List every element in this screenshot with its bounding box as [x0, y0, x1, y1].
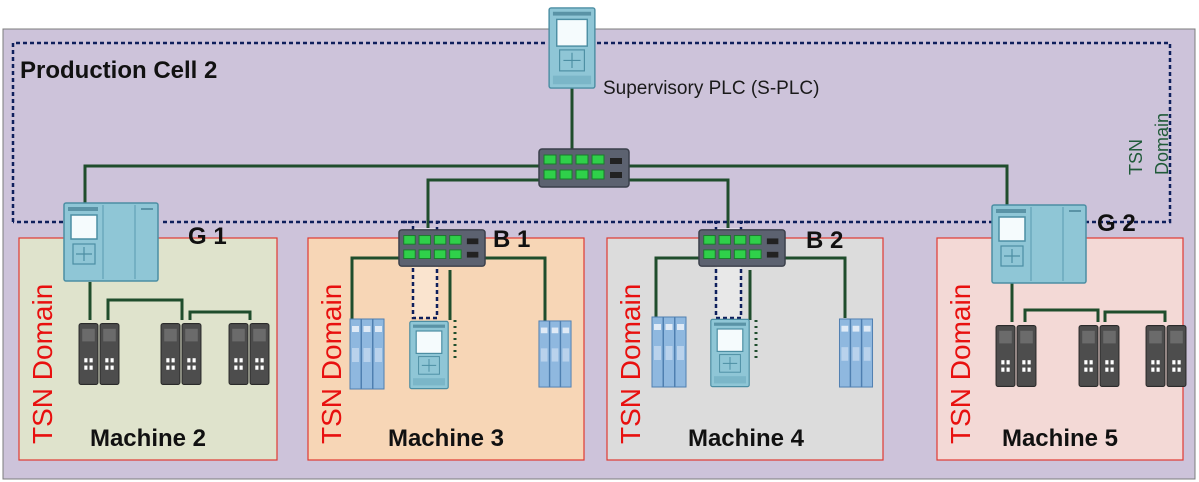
- supervisory-plc-icon: [548, 7, 596, 89]
- machine-4-controller-icon: [710, 318, 750, 388]
- machine-3-tsn-label: TSN Domain: [316, 284, 347, 444]
- gateway-2-icon: [991, 204, 1087, 284]
- tsn-domain-top-label: TSN Domain: [1126, 113, 1172, 175]
- machine-5-title: Machine 5: [1002, 425, 1118, 452]
- bridge-1-label: B 1: [493, 226, 530, 253]
- core-switch-icon: [538, 148, 630, 188]
- machine-4-title: Machine 4: [688, 425, 805, 452]
- supervisory-plc-label: Supervisory PLC (S-PLC): [603, 78, 819, 99]
- production-cell-title: Production Cell 2: [20, 57, 217, 84]
- gateway-2-label: G 2: [1097, 210, 1136, 237]
- machine-4-tsn-label: TSN Domain: [615, 284, 646, 444]
- bridge-1-switch-icon: [398, 229, 486, 267]
- machine-3-drive-icon: [538, 320, 572, 388]
- gateway-1-icon: [63, 202, 159, 282]
- bridge-2-switch-icon: [698, 229, 786, 267]
- machine-3-controller-icon: [409, 320, 449, 390]
- tsn-path-b1: [403, 220, 447, 320]
- tsn-domain-label-line1: TSN: [1126, 139, 1146, 175]
- tsn-domain-border: [11, 41, 1172, 224]
- tsn-path-b2: [707, 220, 750, 320]
- gateway-1-label: G 1: [188, 223, 227, 250]
- machine-3-drive-icon: [349, 318, 385, 390]
- machine-4-drive-icon: [651, 316, 687, 388]
- machine-2-title: Machine 2: [90, 425, 206, 452]
- machine-4-drive-icon: [838, 318, 874, 388]
- machine-2-tsn-label: TSN Domain: [27, 284, 58, 444]
- bridge-2-label: B 2: [806, 227, 843, 254]
- machine-5-tsn-label: TSN Domain: [945, 284, 976, 444]
- tsn-domain-label-line2: Domain: [1152, 113, 1172, 175]
- machine-3-title: Machine 3: [388, 425, 504, 452]
